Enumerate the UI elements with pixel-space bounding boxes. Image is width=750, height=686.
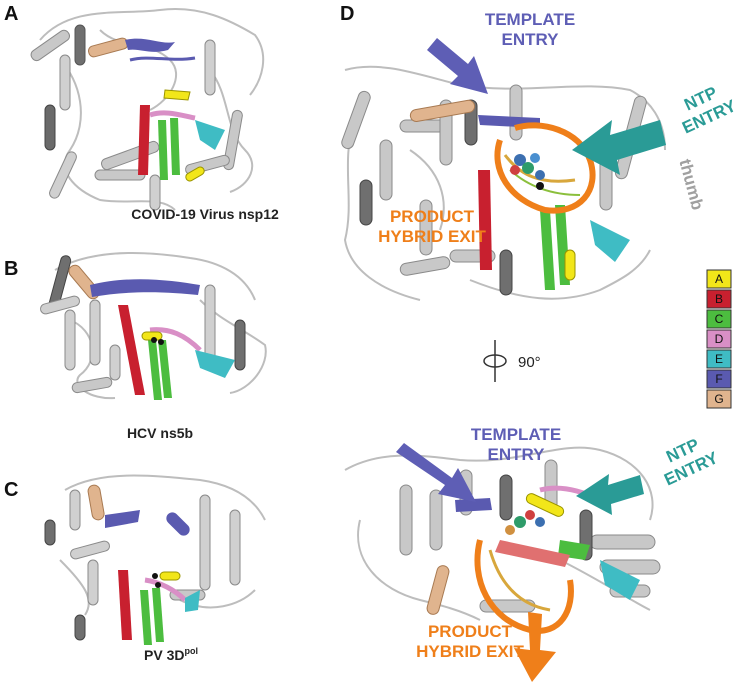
legend-label-b: B — [715, 292, 723, 306]
caption-b: HCV ns5b — [127, 425, 193, 441]
caption-c: PV 3Dpol — [144, 646, 198, 663]
ntp-entry-arrow-bottom — [576, 474, 644, 515]
legend-swatch-g — [706, 389, 732, 409]
legend-label-d: D — [715, 332, 724, 346]
template-entry-arrow-bottom — [396, 443, 476, 502]
rotation-icon — [483, 340, 507, 382]
legend-label-e: E — [715, 352, 723, 366]
ntp-entry-arrow-top — [572, 120, 666, 175]
protein-structure-a — [30, 8, 265, 211]
legend-swatch-a — [706, 269, 732, 289]
legend-swatch-c — [706, 309, 732, 329]
thumb-label: thumb — [675, 157, 707, 212]
ntp-entry-label-top: NTPENTRY — [671, 78, 740, 138]
legend-swatch-d — [706, 329, 732, 349]
caption-a: COVID-19 Virus nsp12 — [131, 206, 279, 222]
panel-letter-a: A — [4, 3, 18, 25]
legend-label-a: A — [715, 272, 723, 286]
protein-structure-d-top — [341, 65, 666, 301]
panel-letter-c: C — [4, 479, 18, 501]
panel-letter-b: B — [4, 258, 18, 280]
panel-letter-d: D — [340, 3, 354, 25]
panel-c: C — [4, 474, 266, 663]
protein-structure-d-bottom — [344, 446, 661, 634]
template-entry-arrow-top — [427, 38, 488, 94]
legend-label-c: C — [715, 312, 724, 326]
legend-swatch-e — [706, 349, 732, 369]
legend-swatch-f — [706, 369, 732, 389]
legend-swatch-b — [706, 289, 732, 309]
legend-label-g: G — [714, 392, 723, 406]
product-exit-arrow-bottom — [514, 612, 556, 682]
panel-a: A — [4, 3, 279, 222]
ntp-entry-label-bottom: NTPENTRY — [653, 430, 722, 490]
legend-label-f: F — [715, 372, 722, 386]
protein-structure-b — [40, 252, 267, 400]
protein-structure-c — [44, 474, 266, 645]
panel-d: D — [340, 3, 740, 682]
panel-b: B HC — [4, 252, 267, 441]
rotation-label: 90° — [518, 354, 541, 371]
